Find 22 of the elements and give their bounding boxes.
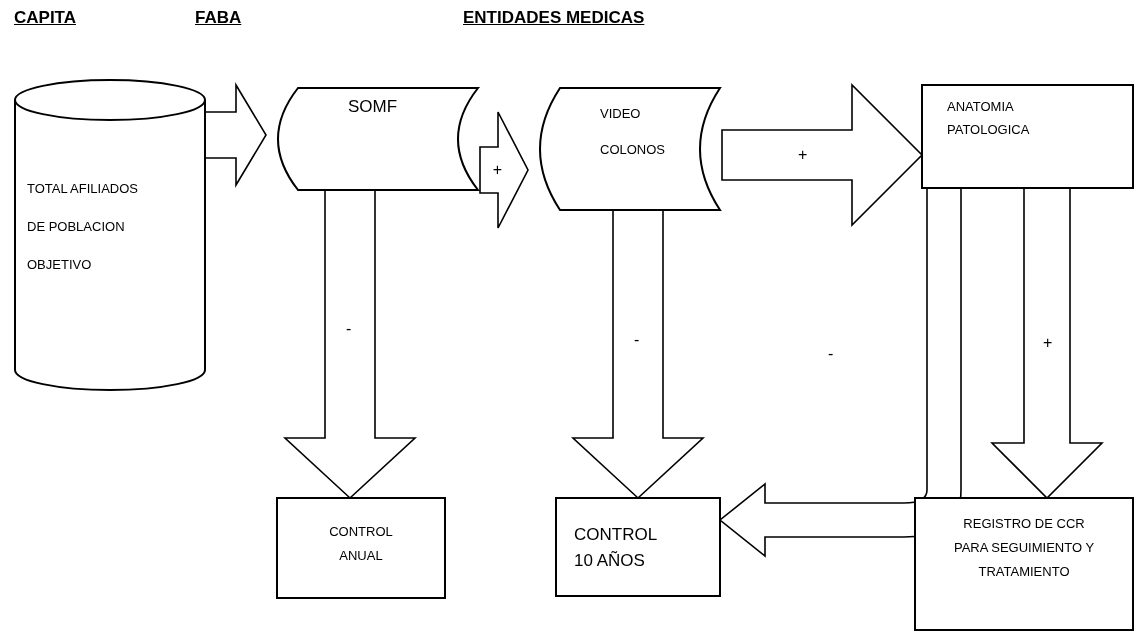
node-label: REGISTRO DE CCR PARA SEGUIMIENTO Y TRATAMIENTO (952, 515, 1096, 581)
node-label: SOMF (348, 98, 399, 116)
block-arrow (990, 187, 1104, 500)
node-label: TOTAL AFILIADOS DE POBLACION OBJETIVO (27, 180, 139, 274)
node-label: VIDEO COLONOS (600, 105, 666, 159)
node-label: ANATOMIA PATOLOGICA (947, 98, 1031, 139)
node-label: CONTROL 10 AÑOS (574, 524, 658, 572)
block-arrow (719, 187, 962, 557)
block-arrow (479, 111, 529, 229)
node-label: CONTROL ANUAL (328, 523, 394, 565)
process-box (922, 85, 1133, 188)
block-arrow (721, 83, 924, 227)
process-box (556, 498, 720, 596)
process-box (277, 498, 445, 598)
column-heading: ENTIDADES MEDICAS (463, 8, 645, 28)
block-arrow (570, 209, 706, 500)
column-heading: CAPITA (14, 8, 76, 28)
block-arrow (282, 189, 418, 500)
database-cylinder (15, 80, 205, 390)
block-arrow (204, 82, 267, 188)
column-heading: FABA (195, 8, 242, 28)
process-box (915, 498, 1133, 630)
